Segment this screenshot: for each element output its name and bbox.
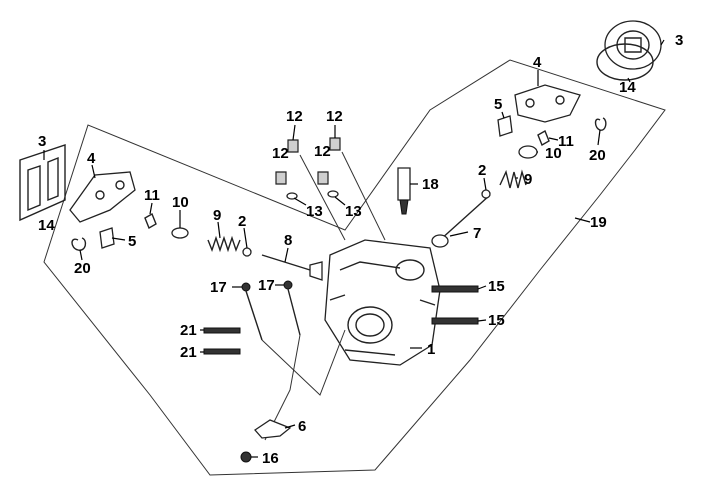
intake-valve-7 [431,194,491,248]
left-valve-cover-plate-3 [19,144,66,222]
callout-14-right: 14 [619,79,636,96]
stud-bolt-15-a [431,285,479,293]
right-valve-cotter-11 [537,129,550,147]
callout-3-right: 3 [675,32,683,49]
callout-5-right: 5 [494,96,502,113]
stud-bolt-15-b [431,317,479,325]
callout-10-right: 10 [545,145,562,162]
callout-labels: 1 2 2 3 3 4 4 5 5 6 7 8 9 9 10 10 11 11 … [38,32,683,467]
callout-3-left: 3 [38,133,46,150]
left-rocker-arm-4 [69,171,136,223]
callout-9-right: 9 [524,171,532,188]
left-spring-seat-2 [242,247,252,257]
cylinder-head-1 [324,239,441,366]
right-valve-spring-9 [499,169,527,189]
callout-21-a: 21 [180,322,197,339]
right-rocker-shaft-5 [497,115,513,137]
right-spring-seat-2 [481,189,491,199]
spark-plug-18 [397,167,411,215]
leader-lines [43,39,665,458]
callout-13-a: 13 [306,203,323,220]
left-spring-retainer-10 [171,227,189,239]
callout-18: 18 [422,176,439,193]
left-valve-cotter-11 [144,212,157,230]
callout-19: 19 [590,214,607,231]
bracket-6 [254,419,292,439]
callout-1: 1 [427,341,435,358]
right-clip-20 [594,117,607,131]
head-washer-13-b [327,190,339,198]
callout-2-left: 2 [238,213,246,230]
long-bolt-17-b [283,280,301,336]
callout-11-right: 11 [558,133,574,150]
callout-12-a: 12 [286,108,303,125]
head-nut-12-b [329,137,341,151]
long-bolt-17-a [241,282,263,341]
callout-8: 8 [284,232,292,249]
callout-16: 16 [262,450,279,467]
callout-20-left: 20 [74,260,91,277]
stud-bolt-21-a [203,327,241,334]
exhaust-valve-8 [261,254,323,281]
left-clip-20 [71,237,87,251]
head-nut-12-c [275,171,287,185]
callout-4-left: 4 [87,150,96,167]
stud-bolt-21-b [203,348,241,355]
callout-15-a: 15 [488,278,505,295]
callout-6: 6 [298,418,306,435]
callout-2-right: 2 [478,162,486,179]
assembly-boundary-outline [43,59,666,476]
callout-5-left: 5 [128,233,136,250]
bolt-16 [240,451,252,463]
head-washer-13-a [286,192,298,200]
callout-17-b: 17 [258,277,275,294]
right-spring-retainer-10 [518,145,538,159]
head-nut-12-a [287,139,299,153]
callout-12-c: 12 [272,145,289,162]
callout-10-left: 10 [172,194,189,211]
left-rocker-shaft-5 [99,227,115,249]
callout-7: 7 [473,225,481,242]
right-rocker-arm-4 [514,84,581,123]
callout-12-b: 12 [326,108,343,125]
right-o-ring-14 [596,43,654,81]
callout-11-left: 11 [144,187,160,204]
callout-20-right: 20 [589,147,606,164]
callout-13-b: 13 [345,203,362,220]
left-valve-spring-9 [207,235,241,253]
head-nut-12-d [317,171,329,185]
callout-4-right: 4 [533,54,542,71]
callout-21-b: 21 [180,344,197,361]
callout-15-b: 15 [488,312,505,329]
callout-9-left: 9 [213,207,221,224]
callout-17-a: 17 [210,279,227,296]
callout-14-left: 14 [38,217,55,234]
callout-12-d: 12 [314,143,331,160]
